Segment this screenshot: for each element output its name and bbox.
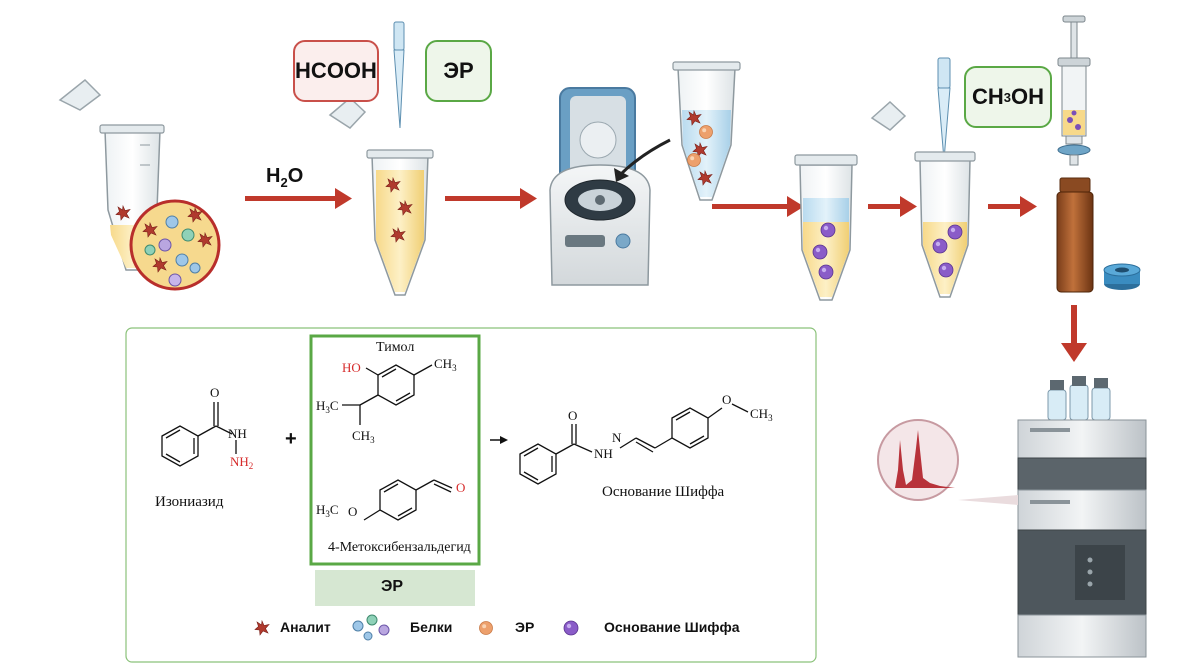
formic-acid-box: HCOOH [293, 40, 379, 102]
product-CH3: CH3 [750, 406, 773, 423]
des-bar-label: ЭР [381, 578, 404, 595]
legend-analyte: Аналит [280, 619, 331, 635]
vial-cap [1103, 263, 1141, 290]
protein-cells-icon [352, 614, 390, 641]
centrifuge [549, 87, 651, 286]
reaction-panel [125, 327, 817, 663]
arrow-4 [868, 196, 917, 217]
methanol-tube [870, 100, 976, 298]
legend-proteins: Белки [410, 619, 453, 635]
legend-icons [254, 614, 579, 641]
schiff-base-structure [519, 403, 749, 485]
arrow-2 [445, 188, 537, 209]
hplc-instrument [1017, 376, 1147, 658]
product-NH: NH [594, 446, 613, 461]
chromatogram-zoom [877, 419, 1018, 505]
protein-zoom-circle [129, 199, 221, 291]
schiff-base-sphere-icon [563, 620, 579, 636]
isoniazid-label: Изониазид [155, 494, 224, 510]
aldehyde-structure [363, 479, 453, 521]
product-N: N [612, 430, 622, 445]
phase-tube [794, 154, 858, 301]
product-O-methoxy: O [722, 392, 731, 407]
aldehyde-O: O [456, 480, 465, 495]
water-label: H2O [266, 165, 304, 190]
thymol-CH3: CH3 [434, 356, 457, 373]
arrow-down [1061, 305, 1087, 362]
centrifuge-arrow [614, 138, 671, 182]
plus-sign: + [285, 428, 297, 450]
des-bar [315, 570, 475, 606]
legend-des: ЭР [515, 619, 535, 635]
schiff-base-label: Основание Шиффа [602, 484, 725, 500]
analyte-star-icon [254, 620, 270, 636]
thymol-H3C: H3C [316, 398, 339, 415]
isoniazid-NH2: NH2 [230, 454, 253, 471]
arrow-3 [712, 196, 804, 217]
aldehyde-H3C: H3C [316, 502, 339, 519]
isoniazid-NH: NH [228, 426, 247, 441]
thymol-HO: HO [342, 360, 361, 375]
thymol-structure [342, 364, 433, 425]
des-droplet-icon [479, 621, 493, 635]
thymol-CH3-lower: CH3 [352, 428, 375, 445]
extraction-tube [328, 96, 434, 296]
methanol-pipette [937, 57, 951, 161]
arrow-5 [988, 196, 1037, 217]
aldehyde-label: 4-Метоксибензальдегид [328, 540, 471, 555]
centrifuged-tube [672, 61, 741, 201]
product-O: O [568, 408, 577, 423]
des-box: ЭР [425, 40, 492, 102]
syringe-filter [1057, 15, 1091, 166]
legend-schiff-base: Основание Шиффа [604, 619, 740, 635]
arrow-1 [245, 188, 352, 209]
amber-vial [1056, 177, 1094, 293]
reaction-arrow [490, 436, 508, 444]
des-components-box [309, 334, 481, 566]
pipette [393, 21, 405, 129]
isoniazid-structure [161, 402, 237, 467]
thymol-label: Тимол [376, 340, 415, 355]
aldehyde-O-methoxy: O [348, 504, 357, 519]
isoniazid-O: O [210, 385, 219, 400]
